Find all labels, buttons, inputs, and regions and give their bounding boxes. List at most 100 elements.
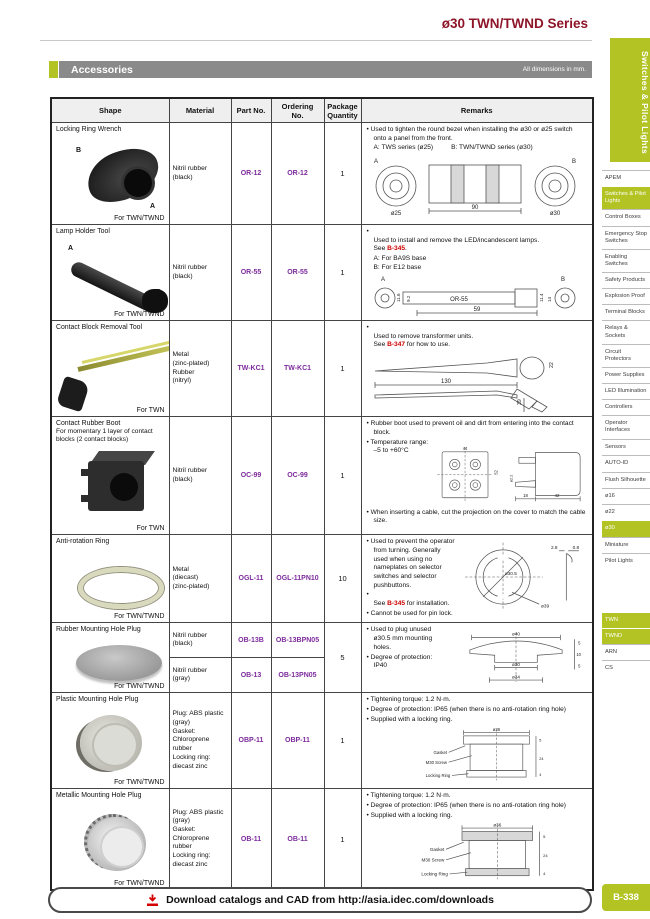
sidebar-item-control-boxes[interactable]: Control Boxes bbox=[602, 209, 650, 225]
product-photo-handle bbox=[56, 375, 90, 413]
remark-bullet: Tightening torque: 1.2 N·m. bbox=[367, 696, 588, 705]
table-row: Anti-rotation Ring For TWN/TWND Metal (d… bbox=[50, 534, 594, 624]
sidebar-item-operator-interfaces[interactable]: Operator Interfaces bbox=[602, 415, 650, 438]
sidebar-item-led-illumination[interactable]: LED Illumination bbox=[602, 383, 650, 399]
sidebar-item-dia16[interactable]: ø16 bbox=[602, 488, 650, 504]
sidebar-item-sensors[interactable]: Sensors bbox=[602, 438, 650, 455]
part-no[interactable]: TW-KC1 bbox=[230, 319, 272, 418]
sidebar-item-explosion-proof[interactable]: Explosion Proof bbox=[602, 288, 650, 304]
svg-text:42: 42 bbox=[555, 493, 560, 498]
svg-text:9.2: 9.2 bbox=[406, 295, 411, 302]
dimension-drawing: ø40 ø30 ø34 5 10 5 bbox=[468, 632, 581, 684]
part-no[interactable]: OB-11 bbox=[230, 788, 272, 891]
svg-text:Gasket: Gasket bbox=[429, 847, 444, 852]
svg-text:5: 5 bbox=[539, 738, 541, 742]
shape-label-a: A bbox=[150, 203, 156, 210]
sidebar-item-power-supplies[interactable]: Power Supplies bbox=[602, 366, 650, 383]
svg-text:0.8: 0.8 bbox=[573, 545, 580, 550]
product-photo bbox=[77, 343, 168, 372]
table-row: Contact Rubber Boot For momentary 1 laye… bbox=[50, 416, 594, 536]
remarks-cell: Used to tighten the round bezel when ins… bbox=[360, 122, 594, 225]
shape-cell: Plastic Mounting Hole Plug For TWN/TWND bbox=[50, 692, 170, 790]
ordering-no[interactable]: OR-55 bbox=[270, 224, 325, 321]
sidebar-item-twn[interactable]: TWN bbox=[602, 612, 650, 629]
ordering-no[interactable]: OB-13BPN05 bbox=[270, 622, 325, 659]
svg-text:14: 14 bbox=[547, 296, 552, 302]
package-qty: 1 bbox=[323, 224, 362, 321]
part-no[interactable]: OR-55 bbox=[230, 224, 272, 321]
svg-text:11.4: 11.4 bbox=[539, 292, 544, 301]
sidebar-item-dia22[interactable]: ø22 bbox=[602, 504, 650, 520]
page-ref-link[interactable]: B-345 bbox=[387, 600, 406, 608]
sidebar-item-pilot-lights[interactable]: Pilot Lights bbox=[602, 552, 650, 569]
remark-bullet: Used to prevent the operator from turnin… bbox=[367, 538, 456, 590]
sidebar-item-arn[interactable]: ARN bbox=[602, 644, 650, 660]
ordering-no[interactable]: OR-12 bbox=[270, 122, 325, 225]
svg-text:B: B bbox=[561, 277, 565, 283]
sidebar: Switches & Pilot Lights APEM Switches & … bbox=[602, 0, 650, 919]
product-photo-detail bbox=[142, 289, 168, 313]
svg-text:ø2.2: ø2.2 bbox=[510, 474, 514, 482]
sidebar-item-enabling-switches[interactable]: Enabling Switches bbox=[602, 248, 650, 272]
sidebar-item-emergency-stop-switches[interactable]: Emergency Stop Switches bbox=[602, 225, 650, 249]
accessory-name: Lamp Holder Tool bbox=[56, 228, 110, 235]
sidebar-item-safety-products[interactable]: Safety Products bbox=[602, 272, 650, 288]
package-qty: 10 bbox=[323, 534, 362, 624]
sidebar-item-miniature[interactable]: Miniature bbox=[602, 536, 650, 553]
dimension-drawing: ø36 5 24 4 Gasket M30 Screw Locking Ring bbox=[425, 726, 543, 780]
svg-text:B: B bbox=[572, 159, 576, 165]
dimension-drawing-front: 44 52 bbox=[437, 446, 499, 501]
ordering-no[interactable]: OBP-11 bbox=[270, 692, 325, 790]
remark-bullet: See B-345 for installation. bbox=[367, 591, 456, 608]
sidebar-item-apem[interactable]: APEM bbox=[602, 170, 650, 186]
page-ref-link[interactable]: B-345 bbox=[387, 245, 406, 253]
col-header-ordering-no: Ordering No. bbox=[270, 97, 325, 123]
ordering-no[interactable]: TW-KC1 bbox=[270, 319, 325, 418]
part-no[interactable]: OC-99 bbox=[230, 416, 272, 536]
svg-text:22: 22 bbox=[549, 362, 555, 368]
part-no[interactable]: OB-13B bbox=[230, 622, 272, 659]
shape-cell: Lamp Holder Tool A B For TWN/TWND bbox=[50, 224, 170, 321]
sidebar-item-twnd[interactable]: TWND bbox=[602, 628, 650, 645]
sidebar-item-switches-pilot-lights[interactable]: Switches & Pilot Lights bbox=[602, 186, 650, 210]
sidebar-item-circuit-protectors[interactable]: Circuit Protectors bbox=[602, 343, 650, 367]
dimension-drawing-side: ø2.2 18 42 bbox=[510, 451, 581, 501]
sidebar-item-relays-sockets[interactable]: Relays & Sockets bbox=[602, 320, 650, 343]
remark-bullet: Degree of protection: IP40 bbox=[367, 654, 445, 671]
part-no[interactable]: OBP-11 bbox=[230, 692, 272, 790]
svg-text:Locking Ring: Locking Ring bbox=[421, 872, 448, 877]
accessory-name: Metallic Mounting Hole Plug bbox=[56, 792, 142, 800]
ordering-no[interactable]: OB-11 bbox=[270, 788, 325, 891]
shape-label-b: B bbox=[76, 147, 82, 154]
remark-bullet: Used to tighten the round bezel when ins… bbox=[367, 126, 588, 143]
ordering-no[interactable]: OB-13PN05 bbox=[270, 657, 325, 694]
product-photo bbox=[76, 645, 162, 682]
sidebar-item-auto-id[interactable]: AUTO-ID bbox=[602, 454, 650, 471]
sidebar-vertical-tab[interactable]: Switches & Pilot Lights bbox=[610, 38, 650, 162]
remark-bullet: Rubber boot used to prevent oil and dirt… bbox=[367, 420, 588, 437]
svg-text:130: 130 bbox=[441, 379, 452, 385]
sidebar-nav-family: TWN TWND ARN CS bbox=[602, 612, 650, 677]
part-no[interactable]: OR-12 bbox=[230, 122, 272, 225]
page-ref-link[interactable]: B-347 bbox=[387, 341, 406, 349]
sidebar-item-controllers[interactable]: Controllers bbox=[602, 399, 650, 415]
svg-text:4: 4 bbox=[543, 871, 546, 876]
part-no[interactable]: OGL-11 bbox=[230, 534, 272, 624]
remark-note-a: A: For BA9S base bbox=[373, 255, 427, 263]
accessories-table: Shape Material Part No. Ordering No. Pac… bbox=[50, 97, 594, 891]
ordering-no[interactable]: OC-99 bbox=[270, 416, 325, 536]
sidebar-item-flush-silhouette[interactable]: Flush Silhouette bbox=[602, 472, 650, 488]
remark-bullet: Temperature range: –5 to +60°C bbox=[367, 439, 432, 456]
remark-bullet: Degree of protection: IP65 (when there i… bbox=[367, 802, 588, 811]
dimensions-note: All dimensions in mm. bbox=[522, 66, 586, 73]
sidebar-item-terminal-blocks[interactable]: Terminal Blocks bbox=[602, 304, 650, 320]
ordering-no[interactable]: OGL-11PN10 bbox=[270, 534, 325, 624]
svg-text:24: 24 bbox=[543, 854, 548, 859]
sidebar-item-cs[interactable]: CS bbox=[602, 660, 650, 676]
svg-text:10: 10 bbox=[576, 653, 581, 658]
svg-text:ø39: ø39 bbox=[541, 604, 549, 609]
part-no[interactable]: OB-13 bbox=[230, 657, 272, 694]
sidebar-item-dia30[interactable]: ø30 bbox=[602, 520, 650, 537]
download-bar[interactable]: Download catalogs and CAD from http://as… bbox=[48, 887, 592, 913]
remarks-cell: Used to install and remove the LED/incan… bbox=[360, 224, 594, 321]
